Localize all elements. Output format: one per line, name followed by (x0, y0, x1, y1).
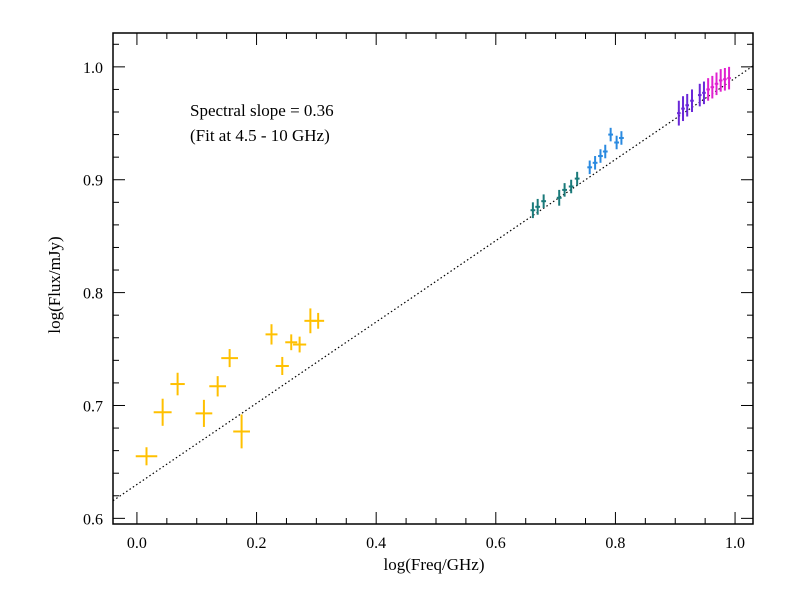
data-point (714, 72, 719, 96)
data-point (265, 324, 278, 345)
data-point (562, 183, 567, 197)
data-point (718, 69, 723, 92)
data-points-layer (135, 66, 731, 466)
y-tick-label: 0.8 (83, 286, 103, 303)
y-tick-label: 0.9 (83, 173, 103, 190)
data-point (706, 78, 710, 101)
data-point (710, 75, 715, 99)
data-point (702, 81, 706, 105)
data-point (530, 202, 536, 219)
data-point (727, 66, 731, 90)
data-point (312, 312, 325, 329)
data-point (574, 171, 580, 186)
x-tick-label: 0.4 (366, 535, 386, 552)
annotation-line-1: Spectral slope = 0.36 (190, 101, 334, 120)
data-point (170, 372, 185, 396)
x-tick-label: 0.8 (605, 535, 625, 552)
y-tick-label: 0.7 (83, 398, 103, 415)
data-point (195, 399, 213, 427)
data-point (681, 96, 685, 122)
x-tick-label: 0.6 (486, 535, 506, 552)
axes-layer (112, 32, 754, 525)
data-point (608, 127, 614, 142)
data-point (690, 89, 694, 113)
data-point (285, 334, 298, 351)
fit-line-layer (112, 65, 754, 502)
data-point (233, 414, 250, 449)
data-point (587, 160, 593, 175)
x-tick-label: 1.0 (725, 535, 745, 552)
data-point (592, 156, 598, 170)
data-point (275, 356, 289, 376)
data-point (723, 67, 727, 91)
data-point (209, 376, 227, 397)
x-tick-label: 0.0 (127, 535, 147, 552)
data-point (535, 198, 541, 215)
data-point (598, 149, 603, 163)
y-tick-label: 1.0 (83, 60, 103, 77)
data-point (568, 179, 574, 194)
plot-frame (112, 32, 754, 525)
fit-line (112, 65, 754, 502)
x-axis-label: log(Freq/GHz) (383, 555, 484, 574)
data-point (697, 83, 702, 107)
tick-labels-layer: 0.0 0.2 0.4 0.6 0.8 1.0 0.6 0.7 0.8 0.9 1.0 (83, 60, 745, 552)
data-point (135, 447, 158, 466)
data-point (619, 131, 624, 145)
data-point (685, 93, 689, 117)
data-point (677, 100, 681, 126)
data-point (541, 194, 547, 208)
data-point (614, 135, 620, 150)
data-point (153, 398, 172, 426)
data-point (556, 189, 562, 206)
annotation-line-2: (Fit at 4.5 - 10 GHz) (190, 126, 330, 145)
data-point (602, 144, 608, 159)
data-point (221, 349, 239, 368)
x-tick-label: 0.2 (247, 535, 267, 552)
y-tick-label: 0.6 (83, 511, 103, 528)
data-point (293, 336, 307, 353)
y-axis-label: log(Flux/mJy) (45, 236, 64, 333)
